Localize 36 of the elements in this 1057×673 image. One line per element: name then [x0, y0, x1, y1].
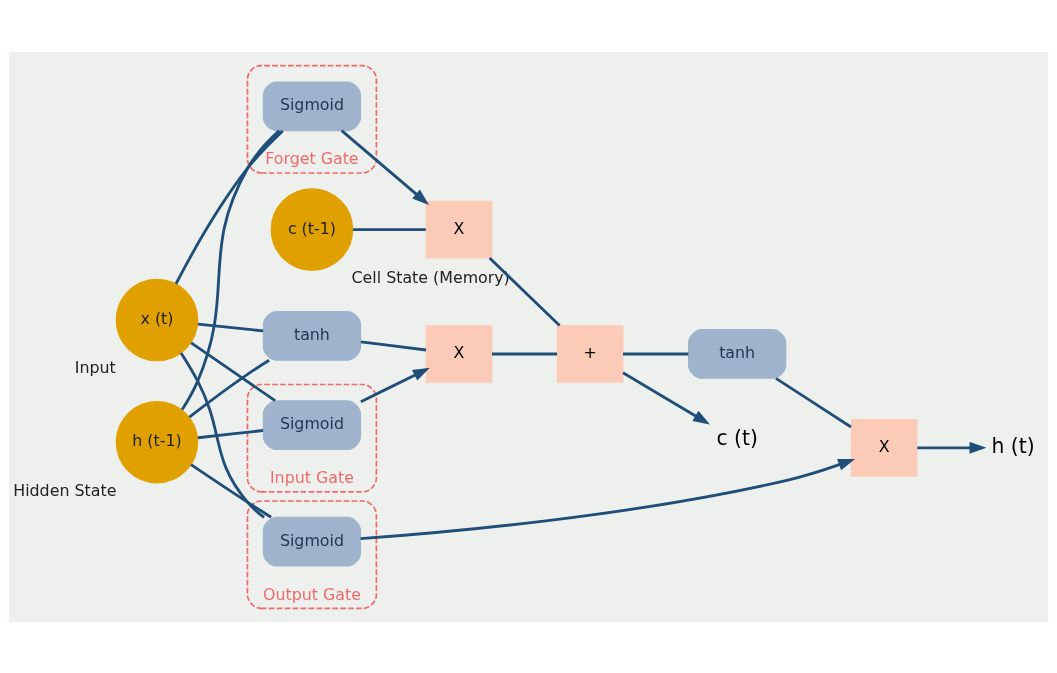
node-box: X — [850, 418, 918, 477]
connector — [623, 352, 689, 355]
node-circle: c (t-1) — [270, 187, 354, 271]
connector — [174, 129, 284, 284]
connector — [188, 358, 270, 418]
connector — [180, 129, 281, 410]
node-box: tanh — [262, 310, 362, 361]
connector — [190, 341, 276, 402]
node-box: Sigmoid — [262, 399, 362, 450]
arrow — [340, 129, 429, 205]
arrow — [917, 441, 987, 454]
connector — [488, 256, 561, 327]
node-box: X — [425, 200, 493, 258]
node-label: Hidden State — [13, 480, 117, 500]
node-box: Sigmoid — [262, 80, 362, 131]
node-text: h (t) — [991, 433, 1035, 458]
connector — [190, 462, 272, 518]
connector — [197, 322, 264, 332]
arrow — [360, 367, 430, 403]
node-box: tanh — [687, 328, 787, 379]
node-circle: x (t) — [115, 278, 199, 361]
arrow — [360, 458, 856, 540]
node-text: c (t) — [716, 425, 758, 450]
connector — [491, 352, 558, 355]
node-box: + — [556, 324, 624, 383]
arrow — [622, 371, 710, 424]
connector — [360, 339, 427, 351]
node-label: Cell State (Memory) — [351, 267, 510, 287]
node-circle: h (t-1) — [115, 400, 199, 483]
connector — [179, 351, 265, 518]
connector — [197, 428, 264, 439]
node-box: Sigmoid — [262, 516, 362, 567]
connector — [353, 227, 426, 231]
connector — [775, 376, 852, 428]
node-box: X — [425, 324, 493, 383]
node-label: Input — [74, 357, 116, 377]
